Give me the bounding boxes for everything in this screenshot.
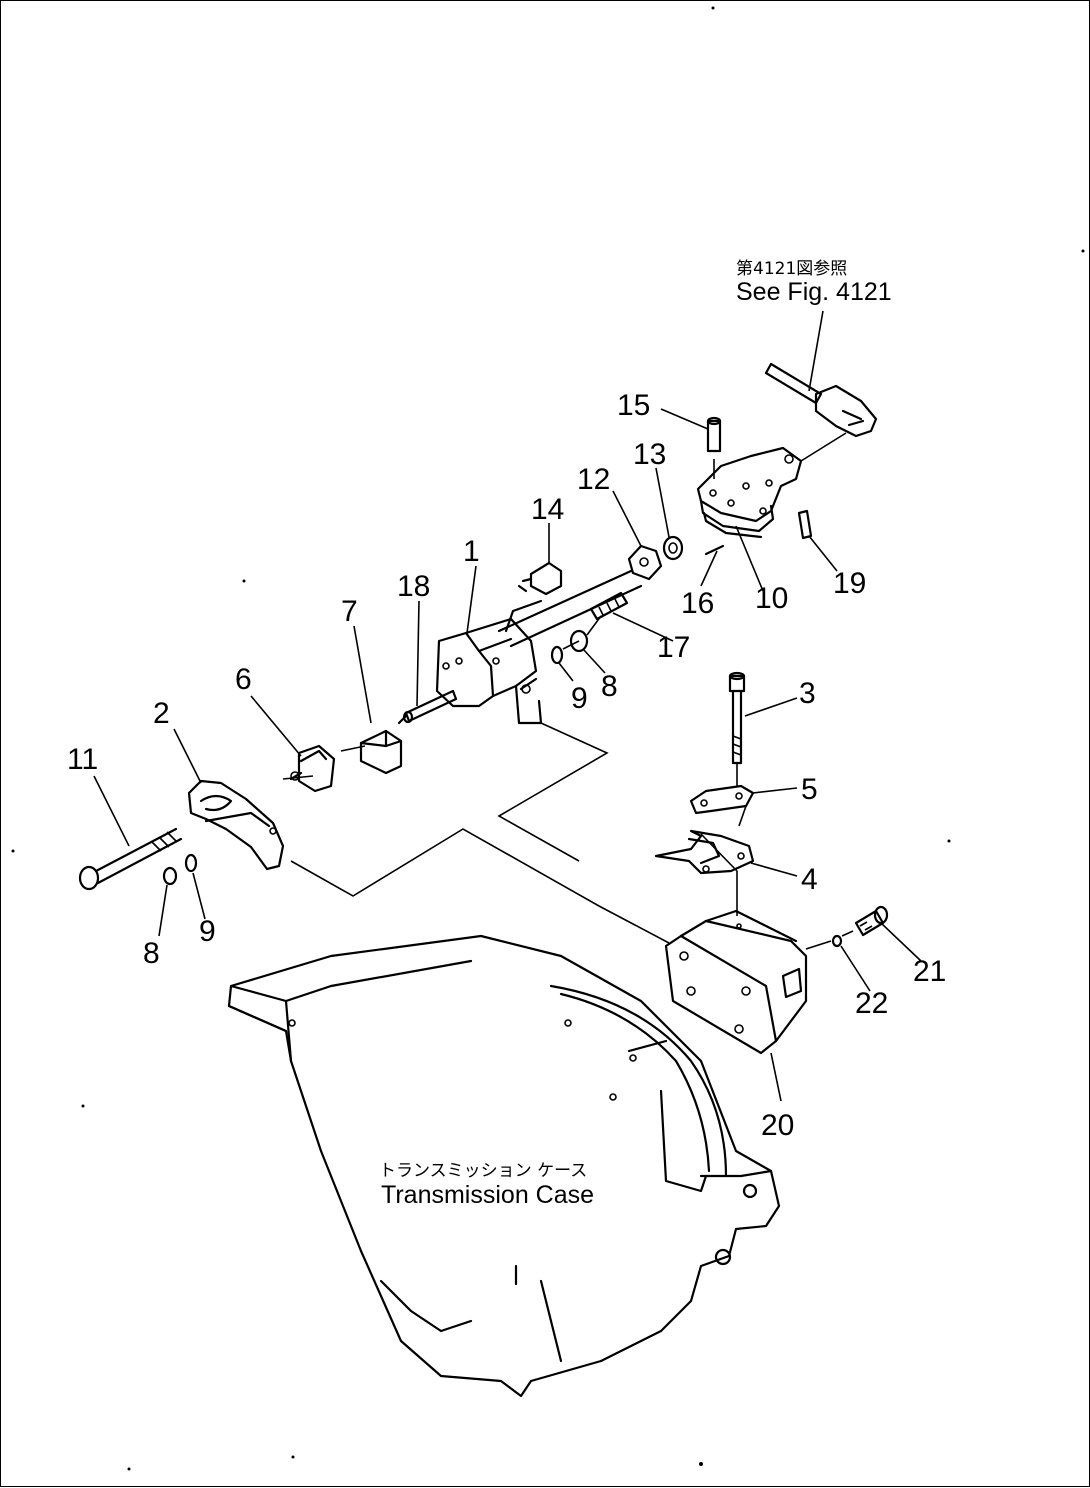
callout-9-left: 9: [199, 915, 216, 948]
assembly-lines: [282, 615, 854, 950]
callout-13: 13: [633, 438, 666, 471]
part-16-cotter-pin: [704, 544, 725, 556]
part-7-block: [359, 714, 408, 775]
part-1-bracket: [435, 569, 643, 725]
part-17-stud: [589, 591, 629, 621]
callout-8-left: 8: [143, 937, 160, 970]
callout-20: 20: [761, 1109, 794, 1142]
callout-14: 14: [531, 493, 564, 526]
reference-english: See Fig. 4121: [736, 278, 892, 306]
reference-japanese: 第4121図参照: [736, 259, 847, 279]
part-18-pin: [402, 689, 458, 724]
part-9-washer-left: [184, 853, 198, 873]
callout-7: 7: [341, 595, 358, 628]
callout-1: 1: [463, 535, 480, 568]
callout-16: 16: [681, 587, 714, 620]
callout-18: 18: [397, 570, 430, 603]
part-11-bolt: [78, 827, 183, 891]
scan-specks: [11, 6, 1085, 1471]
case-label-japanese: トランスミッション ケース: [379, 1161, 587, 1181]
leader-lines: [93, 310, 922, 1102]
callout-6: 6: [235, 663, 252, 696]
part-2-lever: [187, 779, 285, 871]
callout-2: 2: [153, 697, 170, 730]
part-3-bolt: [728, 671, 746, 765]
callout-19: 19: [833, 567, 866, 600]
transmission-case: [227, 934, 781, 1398]
callout-17: 17: [657, 631, 690, 664]
part-9-washer-right: [550, 645, 564, 665]
part-8-nut-left: [162, 866, 178, 886]
part-10-arm: [696, 432, 847, 539]
callout-10: 10: [755, 582, 788, 615]
part-22-washer: [831, 934, 843, 948]
callout-9-right: 9: [571, 682, 588, 715]
callout-21: 21: [913, 955, 946, 988]
part-13-nut: [662, 535, 684, 561]
callout-3: 3: [799, 677, 816, 710]
callout-8-right: 8: [601, 670, 618, 703]
part-14-fitting: [504, 561, 563, 633]
callout-11: 11: [67, 743, 98, 776]
part-19-pin: [797, 509, 813, 540]
linkage-rod: [764, 362, 878, 438]
callout-4: 4: [801, 863, 818, 896]
callout-5: 5: [801, 773, 818, 806]
part-20-cover-plate: [664, 909, 808, 1055]
callout-12: 12: [577, 463, 610, 496]
callout-15: 15: [617, 389, 650, 422]
case-label-english: Transmission Case: [381, 1181, 594, 1209]
part-15-pin: [706, 416, 722, 479]
part-8-nut-right: [569, 629, 589, 653]
part-21-bolt: [854, 905, 889, 937]
part-5-lockplate: [689, 784, 755, 815]
callout-22: 22: [855, 987, 888, 1020]
part-12-nut: [627, 544, 663, 581]
